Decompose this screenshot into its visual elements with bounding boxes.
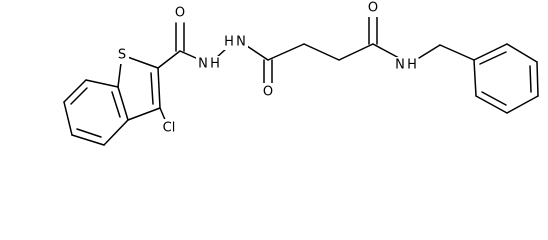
bond-nh-ch2 — [418, 44, 441, 59]
chemical-structure-diagram: S O N H H N O O N H Cl — [63, 0, 539, 146]
bond-benzo-4-inner — [76, 128, 102, 138]
bond-ph-1-inner — [479, 51, 507, 65]
bond-ph-5 — [475, 95, 508, 114]
atom-nitrogen-hydrazide-1: N — [198, 57, 208, 72]
bond-benzo-3 — [63, 101, 73, 136]
bond-thio-c3-c3a — [127, 107, 161, 121]
atom-label-layer: S O N H H N O O N H Cl — [115, 0, 418, 137]
bond-thio-c2-c3 — [157, 67, 161, 109]
bond-ph-6 — [473, 59, 477, 97]
atom-nitrogen-hydrazide-2: N — [236, 35, 246, 50]
bond-chain-2 — [303, 43, 340, 61]
atom-hydrogen-hydrazide-2: H — [224, 35, 234, 50]
bond-ph-3 — [536, 61, 539, 97]
bond-ph-5-inner — [481, 91, 507, 106]
bond-benzo-2 — [63, 79, 87, 103]
atom-oxygen-carbonyl-2: O — [263, 85, 273, 100]
atom-sulfur: S — [118, 48, 126, 63]
bond-carbonyl3-nh — [372, 43, 400, 59]
atom-oxygen-carbonyl-1: O — [175, 6, 185, 21]
atom-hydrogen-amide: H — [407, 58, 417, 73]
atom-hydrogen-hydrazide-1: H — [210, 57, 220, 72]
atom-nitrogen-amide: N — [395, 58, 405, 73]
bond-chain-1 — [267, 43, 305, 61]
bond-benzo-1 — [85, 79, 119, 88]
bond-layer — [63, 16, 539, 146]
bond-benzo-5 — [103, 119, 129, 146]
bond-benzo-4 — [71, 134, 105, 146]
atom-oxygen-carbonyl-3: O — [368, 1, 378, 16]
bond-thio-c2-c3-inner — [150, 72, 154, 105]
bond-benzo-2-inner — [70, 87, 88, 105]
bond-benzo-6-inner — [111, 91, 121, 118]
bond-ph-4 — [506, 95, 539, 114]
atom-chlorine: Cl — [163, 121, 176, 136]
bond-benzo-6 — [117, 86, 129, 121]
bond-ch2-phenyl — [439, 44, 475, 61]
bond-ph-1 — [473, 43, 508, 61]
bond-ph-3-inner — [529, 65, 532, 93]
bond-chain-3 — [338, 43, 374, 61]
bond-c2-carbonyl — [157, 50, 181, 69]
bond-ph-2 — [506, 43, 538, 63]
